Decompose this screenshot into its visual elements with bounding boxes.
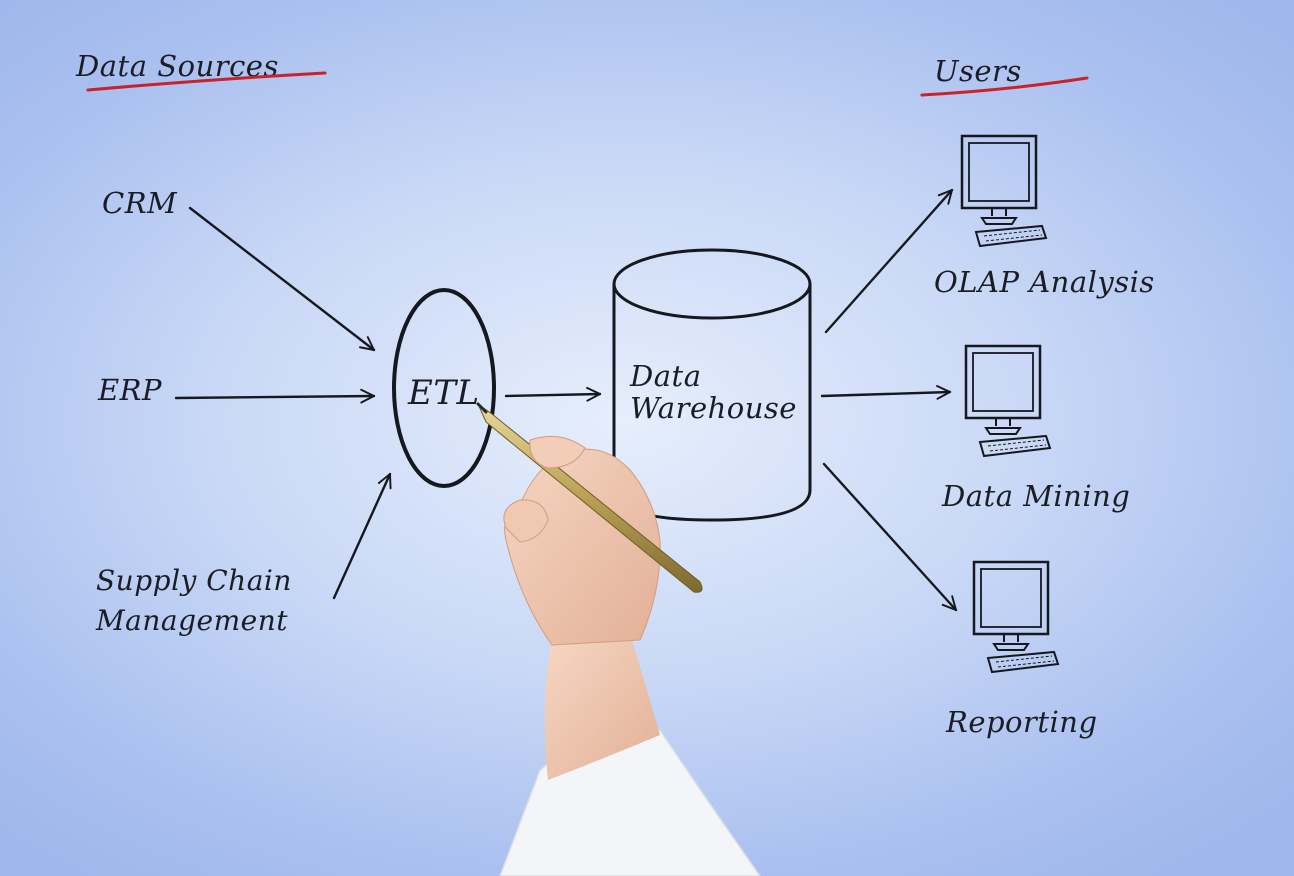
hand-with-pen [476, 402, 761, 876]
warehouse-label-line2: Warehouse [630, 391, 797, 425]
etl-ellipse [392, 288, 496, 488]
arrow-scm-to-etl [332, 472, 392, 600]
header-users: Users [934, 54, 1022, 88]
arrow-warehouse-to-mining [820, 385, 952, 400]
arrow-erp-to-etl [174, 388, 376, 404]
arrow-warehouse-to-olap [824, 188, 954, 334]
output-mining-label: Data Mining [941, 479, 1130, 513]
output-olap-label: OLAP Analysis [934, 265, 1155, 299]
output-reporting-label: Reporting [945, 705, 1098, 739]
computer-monitor-icon [972, 560, 1060, 674]
header-users-underline [920, 76, 1089, 97]
computer-monitor-icon [960, 134, 1048, 248]
source-scm-label-line2: Management [95, 604, 288, 637]
header-data-sources-underline [86, 71, 327, 92]
arrow-crm-to-etl [188, 206, 376, 352]
source-crm-label: CRM [102, 186, 178, 220]
arrow-etl-to-warehouse [504, 386, 602, 402]
source-erp-label: ERP [97, 373, 162, 407]
etl-label: ETL [407, 373, 480, 413]
source-scm-label-line1: Supply Chain [96, 564, 292, 597]
computer-monitor-icon [964, 344, 1052, 458]
arrow-warehouse-to-reporting [822, 462, 958, 612]
warehouse-label-line1: Data [629, 359, 701, 393]
